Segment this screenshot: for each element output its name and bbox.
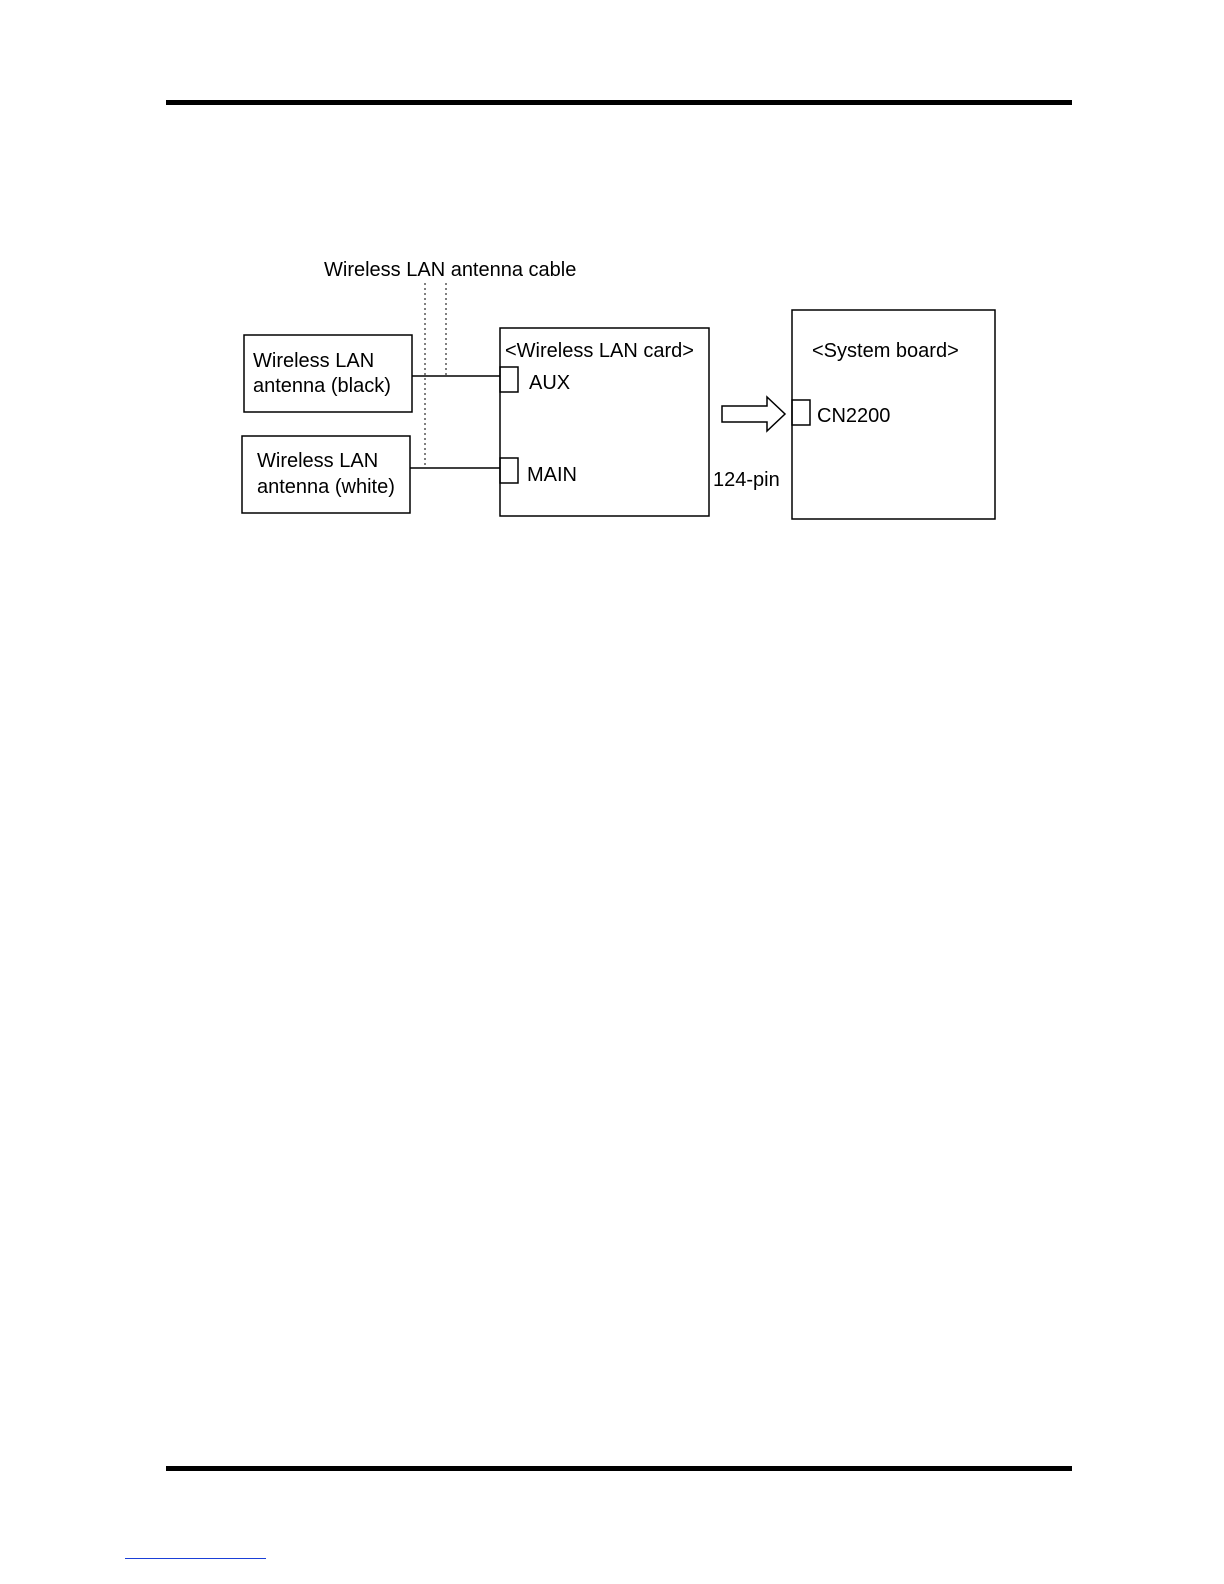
footer-rule	[166, 1466, 1072, 1471]
antenna-white-box	[242, 436, 410, 513]
cn2200-connector	[792, 400, 810, 425]
antenna-black-box	[244, 335, 412, 412]
antenna-black-label-line1: Wireless LAN	[253, 350, 374, 372]
main-label: MAIN	[527, 464, 577, 486]
aux-connector	[500, 367, 518, 392]
cn2200-label: CN2200	[817, 405, 890, 427]
system-board-title: <System board>	[812, 340, 959, 362]
aux-label: AUX	[529, 372, 570, 394]
footer-link-underline	[125, 1558, 266, 1559]
cable-label: Wireless LAN antenna cable	[324, 259, 576, 281]
main-connector	[500, 458, 518, 483]
antenna-white-label-line1: Wireless LAN	[257, 450, 378, 472]
pin-count-label: 124-pin	[713, 469, 780, 491]
wlan-card-title: <Wireless LAN card>	[505, 340, 694, 362]
antenna-black-label-line2: antenna (black)	[253, 375, 391, 397]
right-arrow-icon	[722, 397, 785, 431]
antenna-white-label-line2: antenna (white)	[257, 476, 395, 498]
